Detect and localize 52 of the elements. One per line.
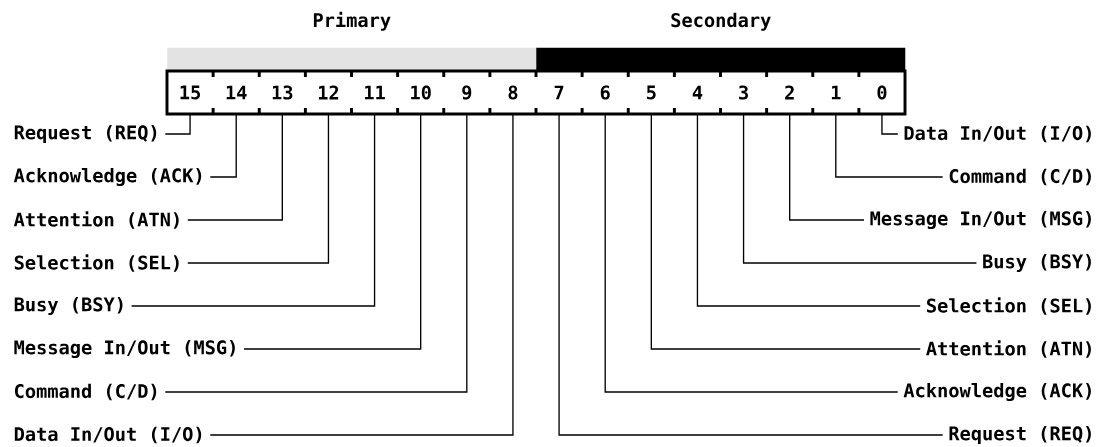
node-label: Secondary [671, 12, 771, 31]
signal-label: Selection (SEL) [927, 297, 1091, 315]
signal-label: Acknowledge (ACK) [13, 168, 202, 187]
bit-number: 10 [411, 85, 431, 100]
leader-line [696, 113, 921, 307]
signal-label: Busy (BSY) [983, 254, 1091, 272]
bit-number: 15 [180, 85, 201, 100]
signal-label: Attention (ATN) [13, 211, 179, 229]
bit-number: 8 [508, 85, 518, 100]
leader-line [558, 113, 944, 436]
signal-label: Selection (SEL) [14, 254, 179, 272]
band: Secondary [536, 12, 906, 71]
leader-line [187, 113, 330, 264]
signal-label: Message In/Out (MSG) [14, 340, 235, 358]
leader-line [789, 113, 865, 221]
bit-number: 3 [739, 85, 748, 100]
bit-number: 13 [272, 85, 293, 100]
bit-number: 11 [365, 85, 385, 100]
bit-number: 1 [831, 85, 841, 100]
leader-line [209, 113, 237, 178]
band: Primary [167, 11, 537, 71]
leader-line [742, 113, 978, 264]
bit-number: 7 [554, 85, 564, 100]
bit-number: 12 [318, 85, 339, 100]
bit-number: 4 [692, 85, 703, 100]
leader-line [835, 113, 944, 178]
signal-label: Data In/Out (I/O) [904, 125, 1091, 143]
node-label: Primary [313, 11, 391, 31]
bit-number: 2 [785, 85, 794, 100]
bit-number: 14 [226, 85, 247, 100]
signal-label: Acknowledge (ACK) [903, 383, 1091, 402]
leader-line [243, 113, 422, 350]
signal-label: Command (C/D) [15, 383, 157, 401]
leader-line [187, 113, 283, 221]
bit-number: 0 [877, 85, 887, 100]
leader-line [209, 113, 514, 436]
signal-label: Message In/Out (MSG) [870, 211, 1091, 229]
signal-label: Request (REQ) [949, 425, 1091, 445]
bit-number: 5 [647, 85, 656, 100]
leader-line [130, 113, 376, 307]
leader-line [650, 113, 921, 350]
signal-label: Request (REQ) [14, 124, 157, 144]
signal-label: Busy (BSY) [14, 297, 123, 315]
signal-label: Command (C/D) [949, 168, 1091, 186]
leader-line [164, 113, 468, 393]
leader-line [604, 113, 899, 393]
bit-number: 6 [600, 85, 610, 100]
signal-label: Data In/Out (I/O) [14, 426, 202, 444]
bit-number: 9 [462, 85, 472, 100]
signal-label: Attention (ATN) [926, 340, 1091, 358]
leader-line [164, 113, 191, 135]
leader-line [881, 113, 899, 135]
